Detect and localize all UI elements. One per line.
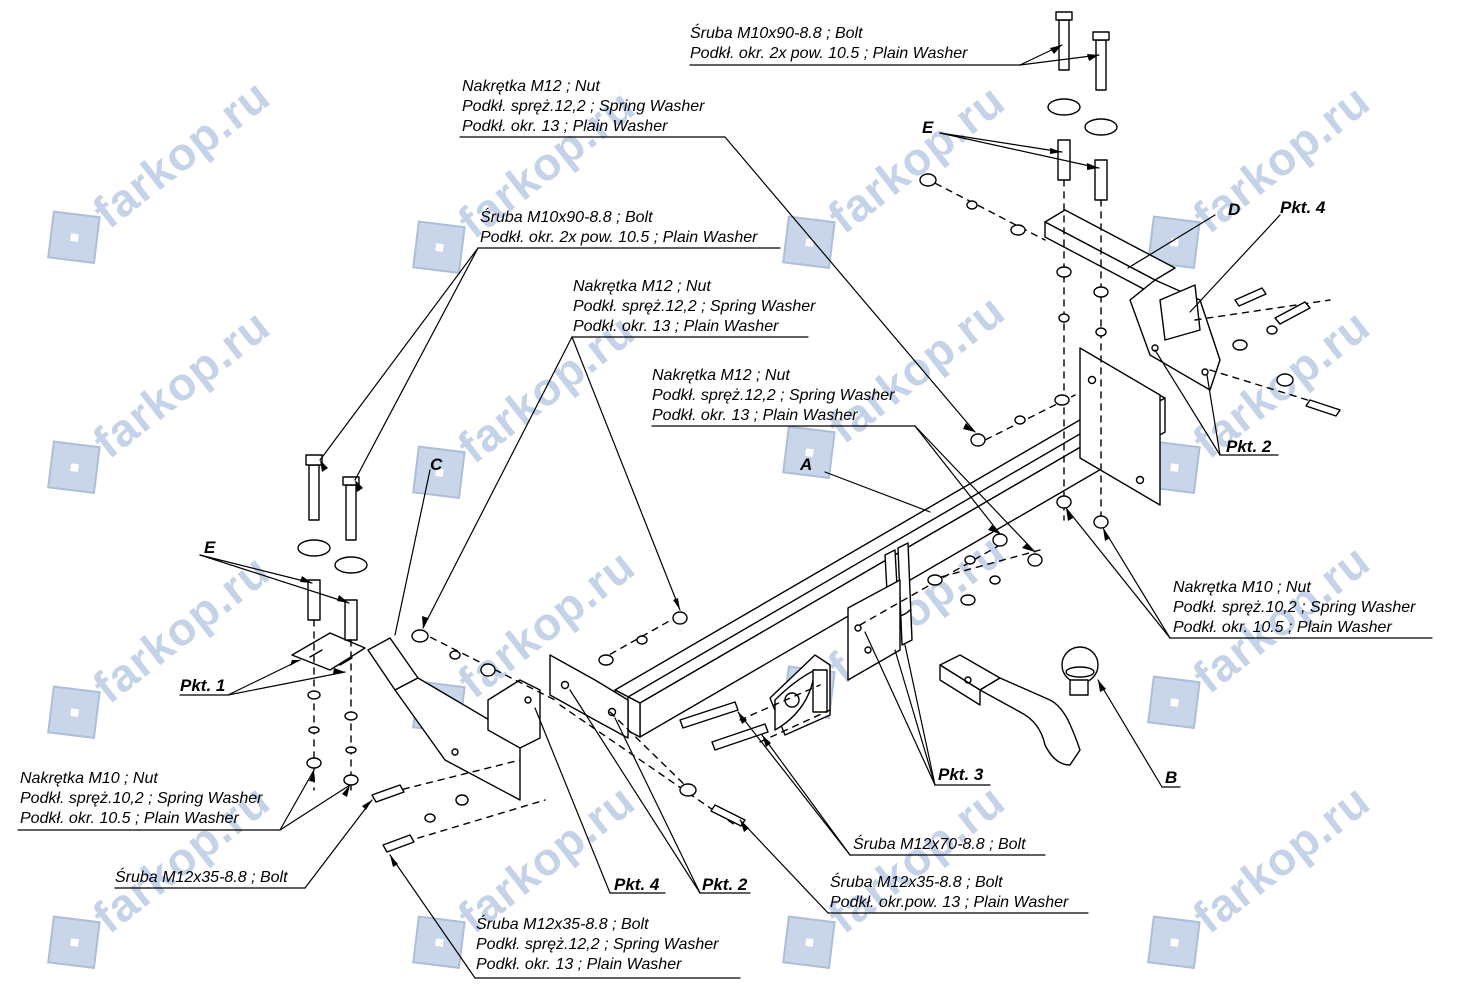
arrow-heads	[290, 45, 1110, 867]
label-line: Podkł. spręż.12,2 ; Spring Washer	[476, 936, 719, 953]
label-left-nut-m10: Nakrętka M10 ; Nut Podkł. spręż.10,2 ; S…	[20, 769, 263, 829]
part-label-a: A	[800, 455, 813, 474]
label-line: Nakrętka M10 ; Nut	[20, 770, 158, 787]
crossbar-left-plate	[549, 654, 629, 739]
label-line: Śruba M10x90-8.8 ; Bolt	[690, 25, 863, 42]
label-line: Śruba M12x70-8.8 ; Bolt	[853, 836, 1026, 853]
label-bolt-m12x35-left: Śruba M12x35-8.8 ; Bolt	[115, 868, 288, 888]
label-bolt-m12x70: Śruba M12x70-8.8 ; Bolt	[853, 835, 1026, 855]
label-line: Podkł. okr. 10.5 ; Plain Washer	[1173, 619, 1392, 636]
crossbar-right-plate	[1079, 347, 1161, 506]
point-label-pkt1: Pkt. 1	[180, 676, 226, 695]
label-line: Podkł. spręż.12,2 ; Spring Washer	[652, 387, 895, 404]
bracket-c	[367, 637, 541, 801]
label-line: Podkł. spręż.12,2 ; Spring Washer	[462, 98, 705, 115]
label-bolt-m12x35-bottom: Śruba M12x35-8.8 ; Bolt Podkł. spręż.12,…	[476, 915, 719, 975]
label-line: Śruba M12x35-8.8 ; Bolt	[115, 869, 288, 886]
left-fasteners	[297, 454, 368, 791]
label-line: Podkł. spręż.12,2 ; Spring Washer	[573, 298, 816, 315]
part-label-e-top: E	[922, 118, 934, 137]
label-line: Podkł. okr. 13 ; Plain Washer	[573, 318, 779, 335]
horizontal-bolts	[371, 287, 1341, 853]
label-line: Podkł. okr. 13 ; Plain Washer	[652, 407, 858, 424]
leader-lines	[17, 44, 1433, 979]
part-label-e-left: E	[204, 538, 216, 557]
label-line: Podkł. okr. 2x pow. 10.5 ; Plain Washer	[480, 229, 758, 246]
label-line: Podkł. okr.pow. 13 ; Plain Washer	[830, 894, 1069, 911]
label-left-bolt: Śruba M10x90-8.8 ; Bolt Podkł. okr. 2x p…	[480, 208, 757, 248]
label-line: Śruba M12x35-8.8 ; Bolt	[830, 874, 1003, 891]
top-right-fasteners	[1047, 11, 1118, 521]
label-line: Podkł. okr. 10.5 ; Plain Washer	[20, 810, 239, 827]
bracket-d	[1044, 209, 1221, 391]
left-plate	[291, 632, 366, 671]
point-label-pkt4-bottom: Pkt. 4	[614, 875, 660, 894]
label-line: Podkł. spręż.10,2 ; Spring Washer	[20, 790, 263, 807]
label-line: Nakrętka M12 ; Nut	[573, 278, 711, 295]
label-mid-nut-1: Nakrętka M12 ; Nut Podkł. spręż.12,2 ; S…	[573, 277, 816, 337]
ball-mount-bracket	[847, 542, 913, 681]
label-line: Nakrętka M12 ; Nut	[462, 78, 600, 95]
label-line: Podkł. okr. 13 ; Plain Washer	[476, 956, 682, 973]
label-line: Śruba M10x90-8.8 ; Bolt	[480, 209, 653, 226]
label-line: Śruba M12x35-8.8 ; Bolt	[476, 916, 649, 933]
point-label-pkt2-right: Pkt. 2	[1226, 437, 1272, 456]
part-label-b: B	[1165, 768, 1178, 787]
label-line: Podkł. okr. 2x pow. 10.5 ; Plain Washer	[690, 45, 968, 62]
nuts-and-washers	[411, 173, 1294, 823]
point-label-pkt2-bottom: Pkt. 2	[702, 875, 748, 894]
part-label-d: D	[1228, 200, 1241, 219]
label-mid-nut-2: Nakrętka M12 ; Nut Podkł. spręż.12,2 ; S…	[652, 366, 895, 426]
label-line: Nakrętka M10 ; Nut	[1173, 579, 1311, 596]
label-bolt-m12x35-right: Śruba M12x35-8.8 ; Bolt Podkł. okr.pow. …	[830, 873, 1068, 913]
label-right-nut-m10: Nakrętka M10 ; Nut Podkł. spręż.10,2 ; S…	[1173, 578, 1416, 638]
point-label-pkt3: Pkt. 3	[938, 765, 984, 784]
label-top-nut: Nakrętka M12 ; Nut Podkł. spręż.12,2 ; S…	[462, 77, 705, 137]
label-top-bolt: Śruba M10x90-8.8 ; Bolt Podkł. okr. 2x p…	[690, 24, 967, 64]
label-line: Podkł. spręż.10,2 ; Spring Washer	[1173, 599, 1416, 616]
label-line: Nakrętka M12 ; Nut	[652, 367, 790, 384]
label-line: Podkł. okr. 13 ; Plain Washer	[462, 118, 668, 135]
socket-plate	[769, 654, 831, 736]
tow-ball-b	[939, 646, 1099, 766]
point-label-pkt4-right: Pkt. 4	[1280, 198, 1326, 217]
part-label-c: C	[430, 455, 443, 474]
